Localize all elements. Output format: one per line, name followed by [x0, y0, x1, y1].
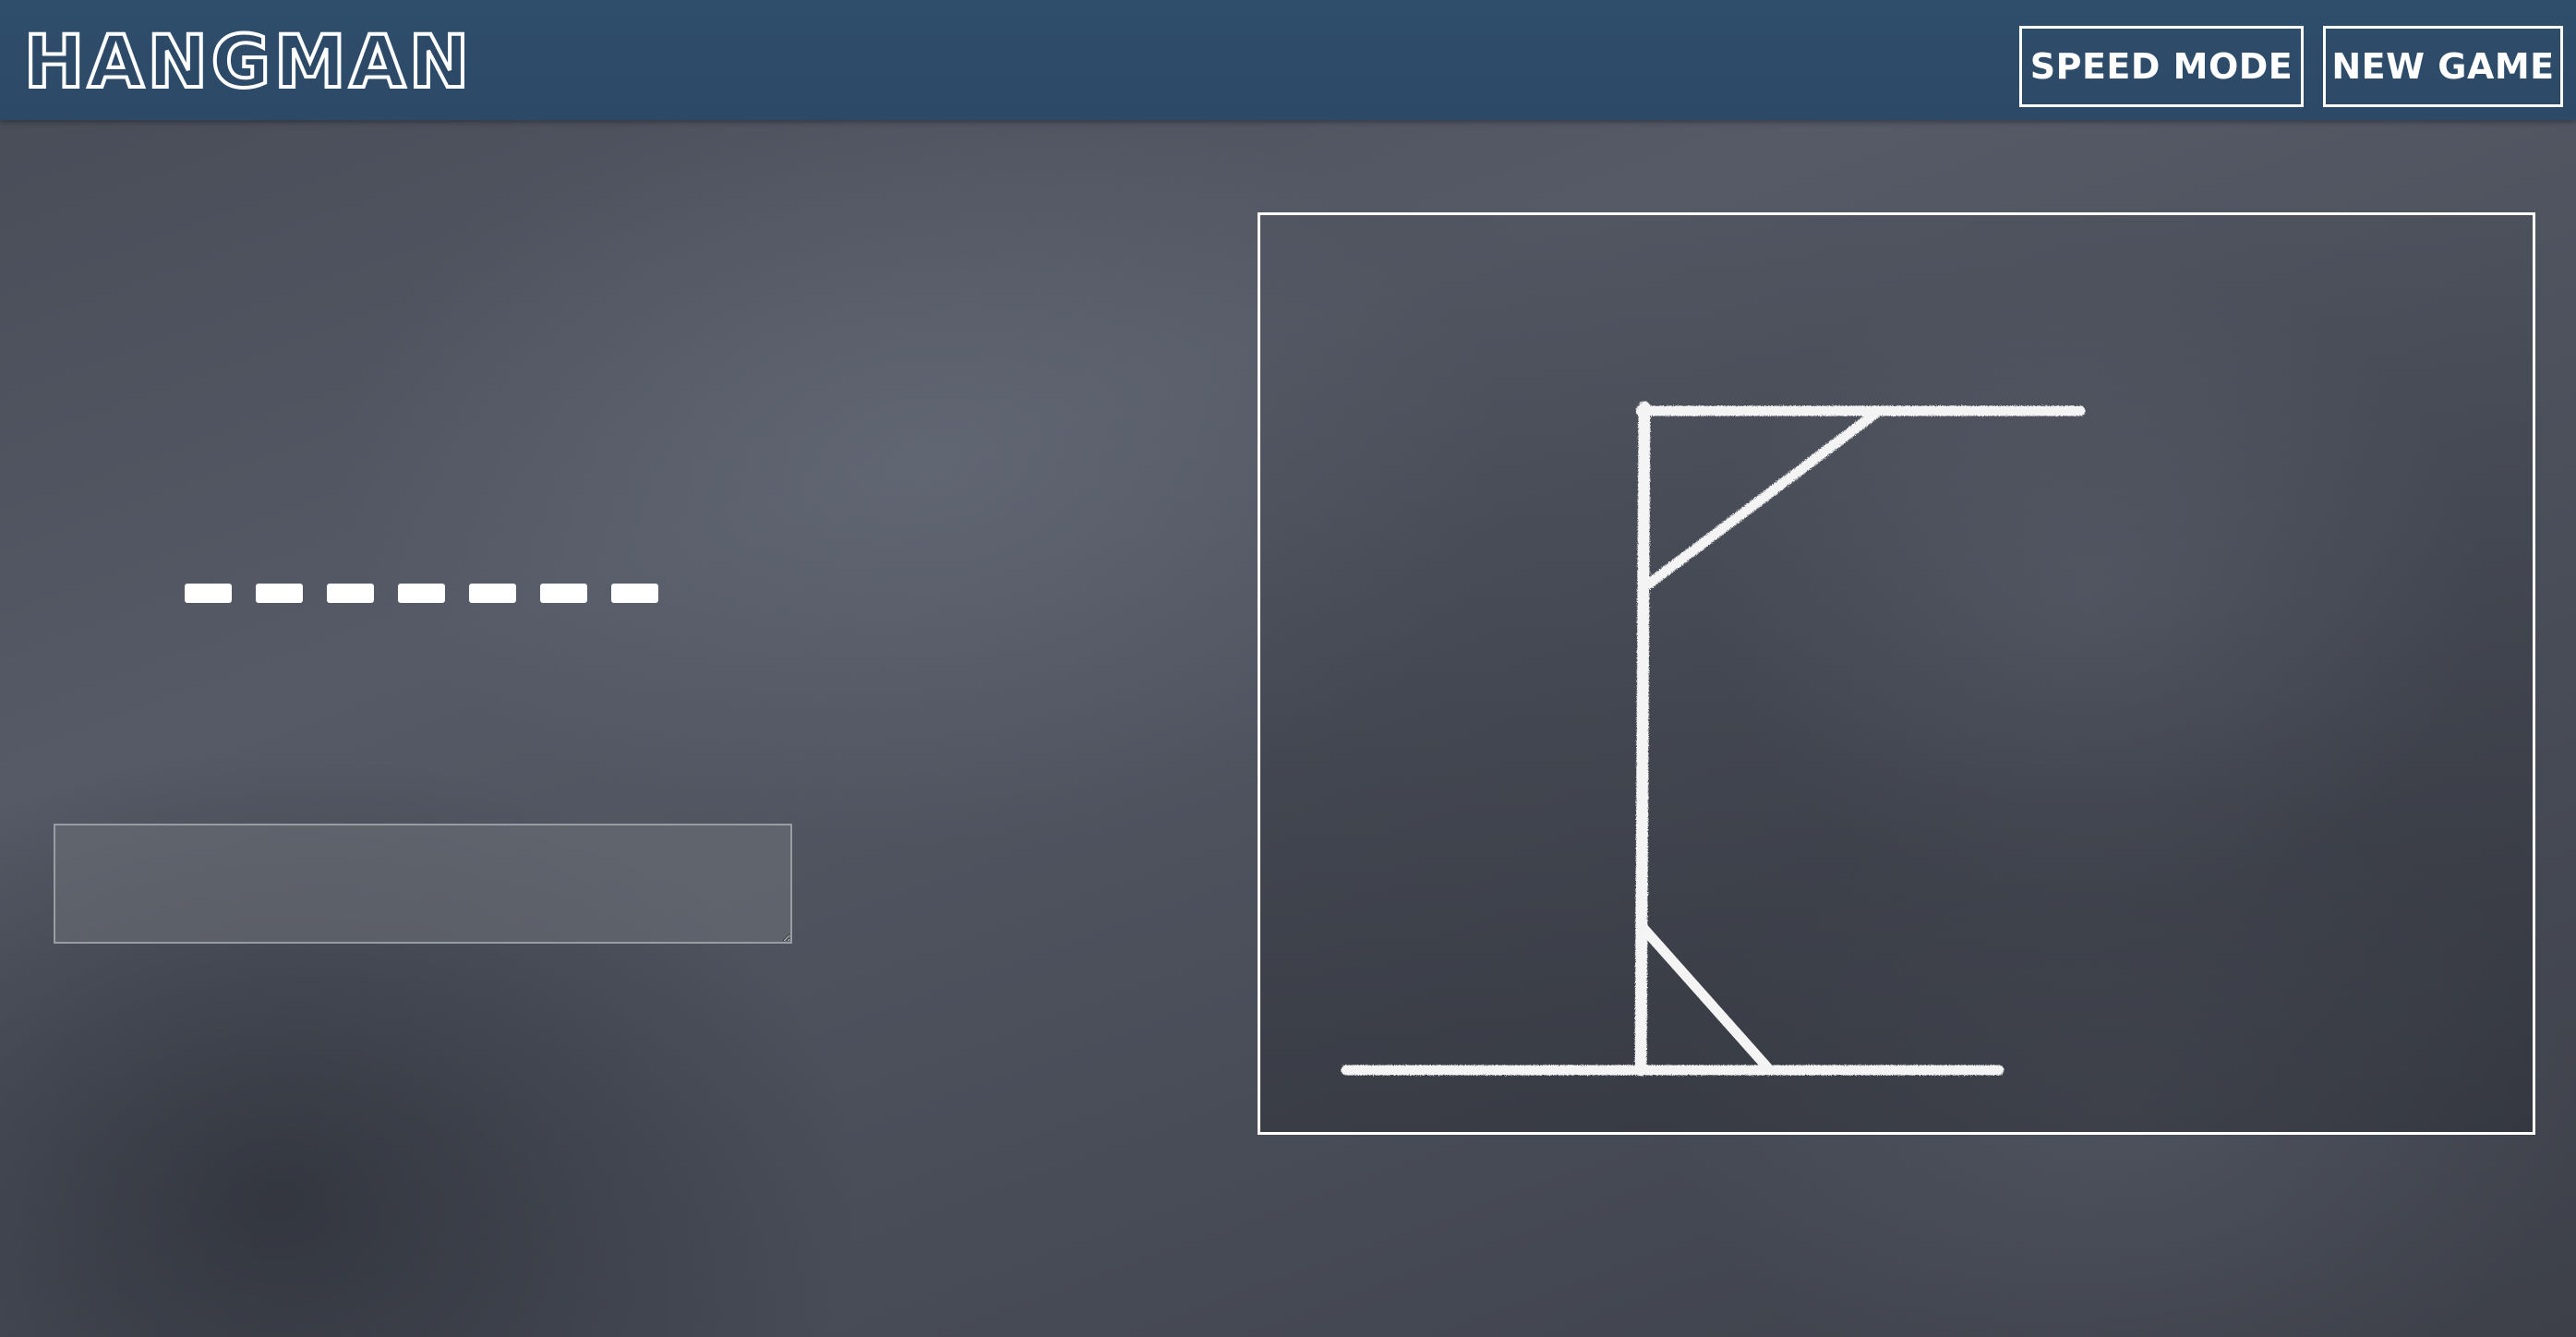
gallows-drawing	[1341, 401, 2086, 1077]
letter-blank	[327, 584, 374, 603]
word-blanks	[185, 584, 658, 604]
speed-mode-button[interactable]: SPEED MODE	[2019, 26, 2304, 107]
gallows-pole	[1634, 401, 1651, 1077]
game-logo: HANGMAN	[22, 19, 474, 106]
letter-blank	[185, 584, 232, 603]
letter-blank	[540, 584, 587, 603]
letter-blank	[256, 584, 303, 603]
gallows-panel	[1258, 212, 2535, 1135]
gallows-top-brace	[1643, 408, 1881, 590]
guess-input[interactable]	[54, 824, 792, 944]
letter-blank	[611, 584, 658, 603]
letter-blank	[469, 584, 516, 603]
new-game-button[interactable]: NEW GAME	[2323, 26, 2563, 107]
top-bar: HANGMAN SPEED MODE NEW GAME	[0, 0, 2576, 120]
gallows-bottom-brace	[1636, 921, 1774, 1074]
letter-blank	[398, 584, 445, 603]
